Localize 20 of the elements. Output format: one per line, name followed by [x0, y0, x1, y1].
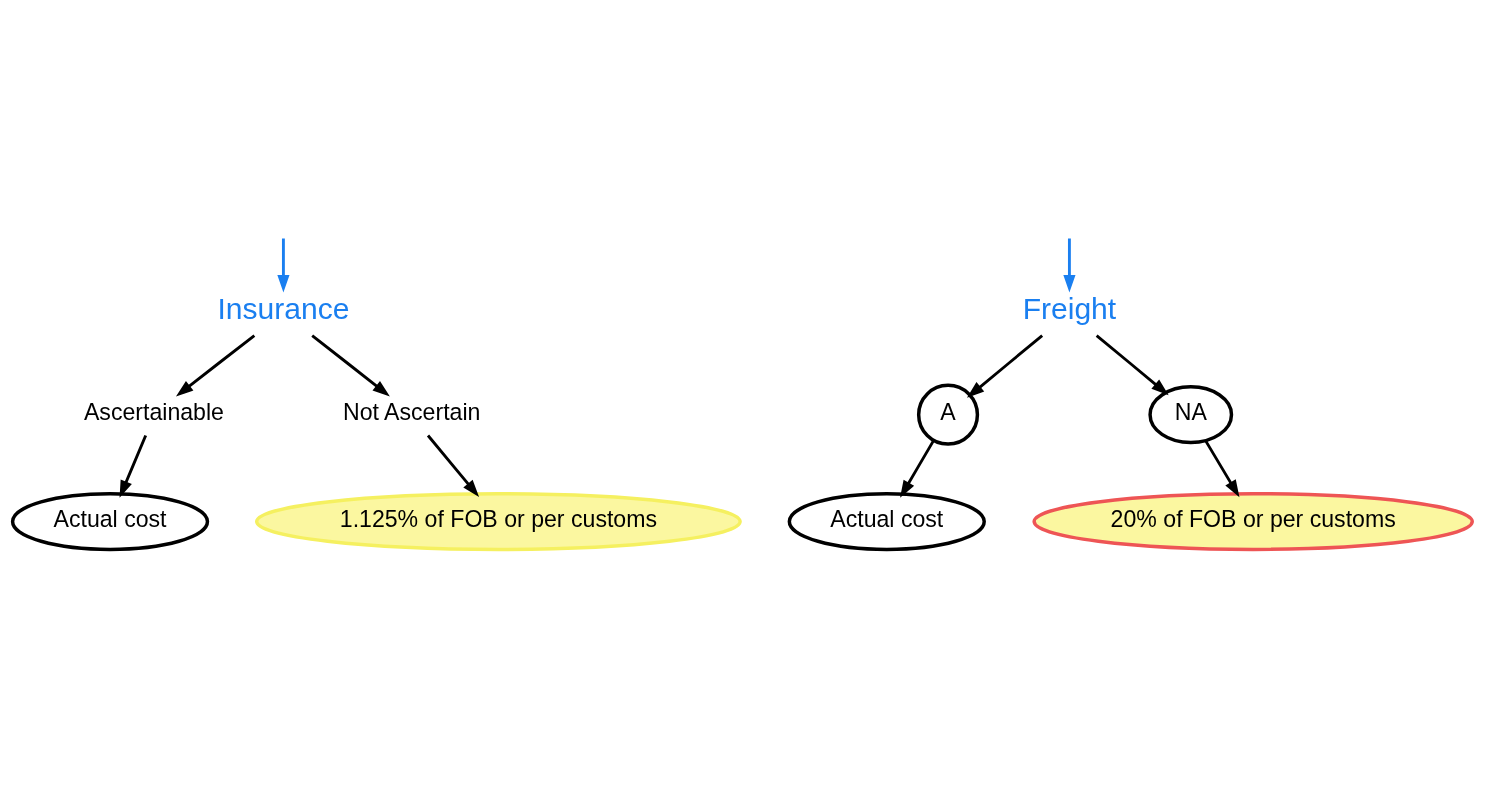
node-ellipse: NA — [1148, 385, 1234, 445]
node-ellipse: 20% of FOB or per customs — [1032, 492, 1474, 552]
arrow — [966, 334, 1044, 398]
node-ellipse: Actual cost — [787, 492, 986, 552]
node-ellipse: 1.125% of FOB or per customs — [254, 492, 742, 552]
arrow — [900, 439, 935, 498]
arrow — [1063, 238, 1076, 293]
node-text: Ascertainable — [83, 399, 224, 426]
node-text: Not Ascertain — [342, 399, 481, 426]
arrow — [175, 334, 256, 397]
arrow — [311, 334, 390, 397]
arrow — [119, 434, 148, 498]
arrow — [426, 434, 480, 498]
arrow — [277, 238, 290, 293]
arrow — [1204, 439, 1240, 498]
node-text: Insurance — [217, 292, 350, 326]
node-ellipse: Actual cost — [10, 492, 210, 552]
node-text: Freight — [1022, 292, 1117, 326]
node-circle: A — [916, 383, 980, 446]
arrow — [1095, 334, 1169, 396]
